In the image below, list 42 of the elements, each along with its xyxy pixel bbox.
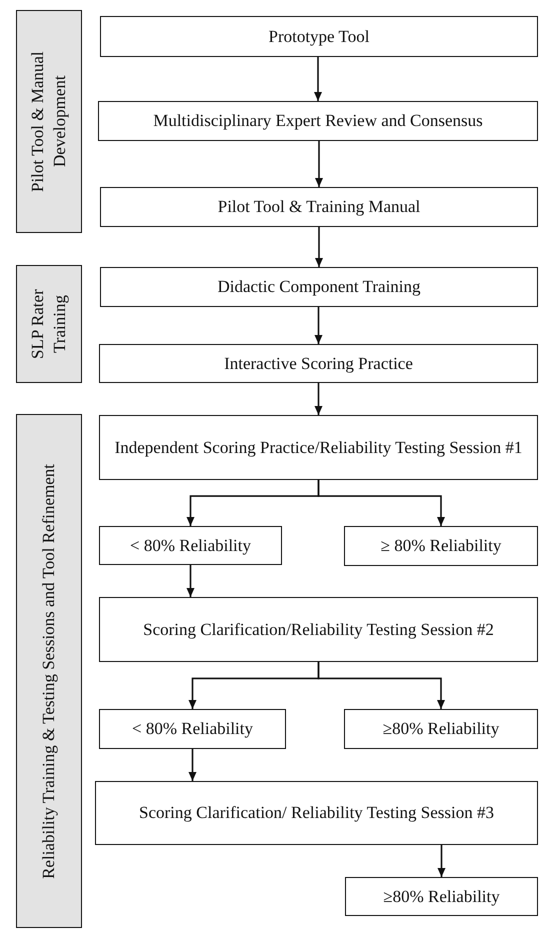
step-text: < 80% Reliability: [128, 536, 252, 556]
arrow: [318, 480, 445, 526]
arrow: [188, 749, 196, 781]
process-box: [95, 781, 538, 845]
process-box: [344, 709, 538, 749]
process-box: [99, 415, 538, 480]
step-text: Pilot Tool & Training Manual: [216, 197, 422, 217]
step-text: ≥ 80% Reliability: [380, 536, 502, 556]
arrow: [438, 845, 446, 877]
phase-label: Reliability Training & Testing Sessions and Tool Refinement: [38, 464, 59, 878]
process-box: [99, 526, 282, 565]
step-text: Multidisciplinary Expert Review and Consensus: [152, 111, 484, 131]
process-box: [99, 709, 286, 749]
phase-band: [16, 414, 82, 928]
process-box: [100, 267, 538, 307]
step-text: ≥80% Reliability: [382, 886, 501, 906]
arrow: [314, 307, 322, 344]
step-text: < 80% Reliability: [130, 719, 254, 739]
phase-label: Pilot Tool & Manual Development: [27, 50, 70, 194]
step-text: Didactic Component Training: [216, 277, 422, 297]
step-text: Interactive Scoring Practice: [223, 354, 414, 374]
process-box: [99, 344, 538, 383]
process-box: [100, 187, 538, 227]
step-text: Scoring Clarification/Reliability Testing Session #2: [142, 620, 495, 640]
step-text: ≥80% Reliability: [382, 719, 500, 739]
process-box: [344, 526, 538, 566]
process-box: [345, 877, 538, 916]
arrow: [186, 565, 194, 597]
phase-band: [16, 10, 82, 233]
phase-label: SLP Rater Training: [27, 288, 70, 361]
step-text: Independent Scoring Practice/Reliability Testing Session #1: [114, 438, 524, 458]
arrow: [314, 383, 322, 415]
arrow: [315, 141, 323, 187]
phase-band: [16, 265, 82, 383]
process-box: [98, 101, 538, 141]
process-box: [100, 16, 538, 57]
arrow: [314, 57, 322, 101]
step-text: Prototype Tool: [268, 26, 370, 46]
process-box: [99, 597, 538, 662]
arrow: [315, 227, 323, 267]
arrow: [318, 662, 445, 709]
step-text: Scoring Clarification/ Reliability Testing Session #3: [138, 803, 495, 823]
